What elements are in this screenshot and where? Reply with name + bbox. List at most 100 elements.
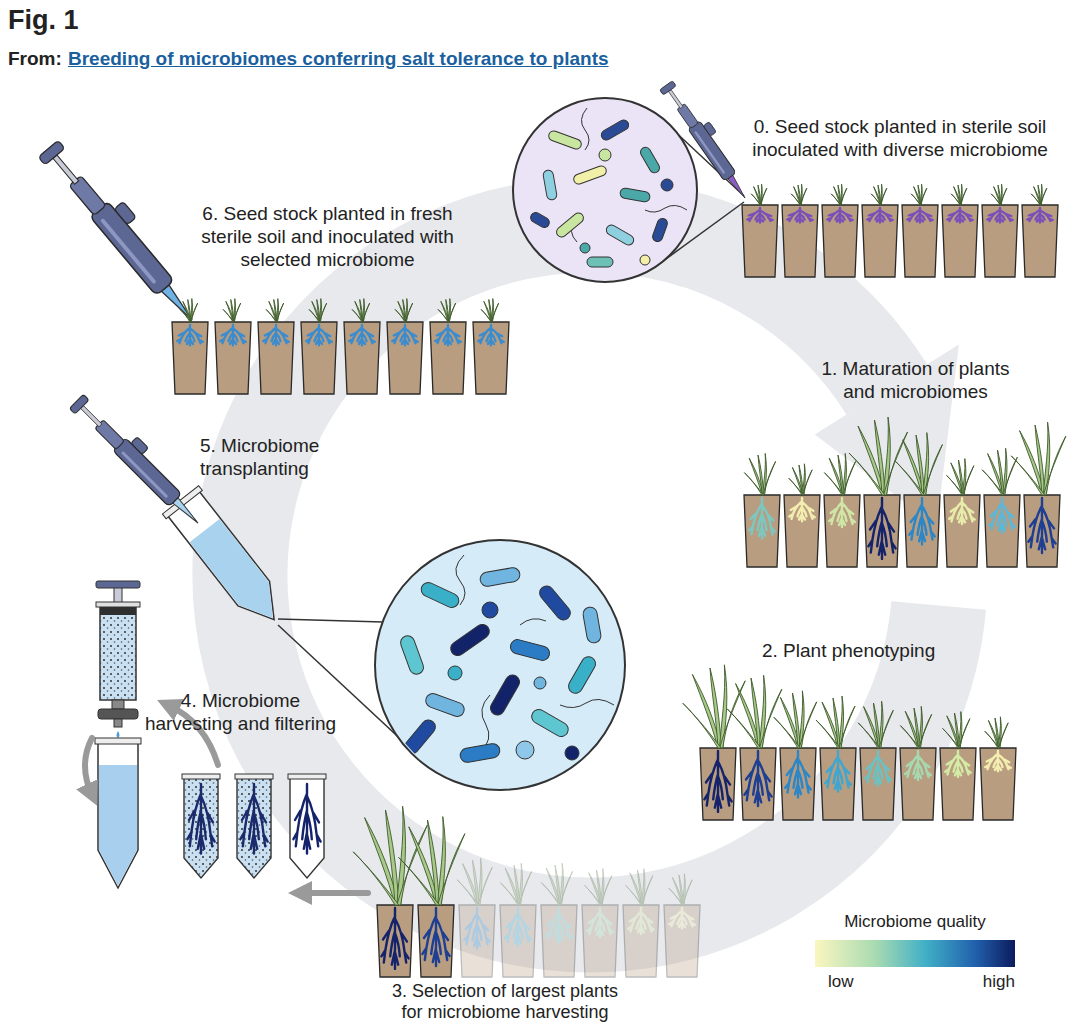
maturing-pots [824,495,860,567]
phenotyped-pots [940,712,976,820]
seedling-pots [742,205,778,277]
syringe-filter [99,765,137,886]
replanted-pots [258,322,294,394]
microbiome-inset [560,699,614,707]
microbiome-inset [479,567,521,588]
seedling-pots [791,184,807,205]
microbiome-inset [399,555,614,763]
microbiome-inset [565,746,579,760]
replanted-pots [263,325,289,345]
cycle-arrow [240,225,959,925]
phenotyped-pots [858,701,896,820]
replanted-pots [392,325,418,345]
seedling-pots [1031,184,1047,205]
step-label: 2. Plant phenotyping [762,640,935,663]
harvest-tubes [293,784,320,854]
microbiome-inset [488,672,522,717]
microbiome-inset [581,108,589,150]
phenotyped-pots [700,748,736,820]
maturing-pots [1011,422,1066,495]
legend-title: Microbiome quality [805,912,1025,932]
phenotyped-pots [740,748,776,820]
selected-pots [500,863,531,905]
seedling-pots [742,184,778,277]
replanted-pots [481,299,499,322]
selected-pots [626,869,653,905]
replanted-pots [473,299,509,394]
phenotyped-pots [900,706,936,820]
pipette [69,389,210,530]
seedling-pots [902,184,938,277]
microbiome-inset [599,149,611,161]
microbiome-inset [640,255,650,265]
pipette [69,389,210,530]
maturing-pots [944,459,980,567]
seedling-pots [782,184,818,277]
selected-pots [459,905,495,977]
microbiome-inset [509,638,551,662]
replanted-pots [258,299,294,394]
maturing-pots [1011,422,1066,567]
selected-pots [464,908,490,949]
seedling-pots [822,205,858,277]
seedling-pots [1022,205,1058,277]
phenotyped-pots [683,665,745,748]
selected-pots [377,905,413,977]
microbiome-inset [600,118,631,142]
replanted-pots [177,325,203,345]
phenotyped-pots [683,665,745,820]
microbiome-inset [534,677,546,689]
replanted-pots [438,299,456,322]
step-label: 1. Maturation of plants and microbiomes [808,358,1023,404]
maturing-pots [784,495,820,567]
phenotyped-pots [985,717,1008,748]
selected-pots [457,858,492,905]
phenotyped-pots [980,748,1016,820]
seedling-pots [982,184,1018,277]
microbiome-inset [580,243,590,253]
phenotyped-pots [985,751,1011,771]
seedling-pots [867,208,893,223]
syringe-filter [117,731,120,738]
microbiome-inset [448,666,462,680]
replanted-pots [395,299,413,322]
legend-low: low [828,972,854,992]
microbiome-inset [661,179,673,191]
harvest-tubes [182,774,326,878]
seedling-pots [747,208,773,223]
maturing-pots [1024,495,1060,567]
seedling-pots [982,205,1018,277]
selected-pots [541,863,577,977]
seedling-pots [942,184,978,277]
selected-pots [541,863,572,905]
phenotyped-pots [683,665,1016,820]
harvest-tubes [288,774,326,878]
microbiome-inset [572,164,607,185]
microbiome-inset [587,257,613,267]
microbiome-inset [529,108,687,267]
microbiome-inset [482,602,498,618]
selected-pots [500,863,536,977]
selected-pots [585,869,612,905]
seedling-pots [991,184,1007,205]
syringe-filter [114,719,122,727]
seedling-pots [827,208,853,223]
seedling-pots [911,184,927,205]
conical-tube [190,519,288,630]
selected-pots [669,874,692,905]
phenotyped-pots [820,748,856,820]
replanted-pots [301,322,337,394]
harvest-tubes [182,774,220,878]
phenotyped-pots [727,675,782,820]
phenotyped-pots [940,748,976,820]
microbiome-inset [402,717,438,757]
replanted-pots [352,299,370,322]
selected-pots [546,908,572,943]
maturing-pots [982,448,1020,567]
maturing-pots [789,498,815,521]
replanted-pots [172,322,208,394]
microbiome-inset [555,211,586,239]
microbiome-inset [529,211,551,230]
microbiome-inset [513,98,697,282]
seedling-pots [831,184,847,205]
